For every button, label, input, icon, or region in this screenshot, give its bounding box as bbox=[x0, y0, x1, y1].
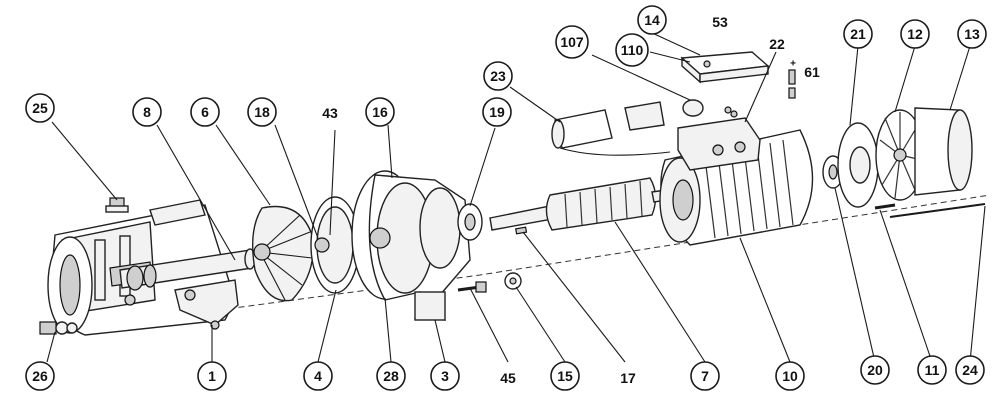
callout-24: 24 bbox=[955, 355, 985, 385]
diffuser-disk bbox=[310, 196, 360, 294]
callout-12: 12 bbox=[900, 19, 930, 49]
svg-text:12: 12 bbox=[907, 26, 923, 42]
svg-text:25: 25 bbox=[32, 100, 48, 116]
screw bbox=[457, 281, 487, 293]
label-22: 22 bbox=[769, 36, 785, 52]
leader-lines bbox=[46, 31, 986, 363]
callout-16: 16 bbox=[365, 97, 395, 127]
top-plug bbox=[105, 197, 129, 213]
callout-6: 6 bbox=[190, 97, 220, 127]
svg-text:3: 3 bbox=[441, 368, 449, 384]
motor-housing bbox=[659, 117, 814, 246]
callout-14: 14 bbox=[637, 5, 667, 35]
motor-bracket bbox=[368, 174, 471, 321]
svg-text:6: 6 bbox=[201, 104, 209, 120]
callout-23: 23 bbox=[483, 61, 513, 91]
label-43: 43 bbox=[322, 105, 338, 121]
svg-text:10: 10 bbox=[782, 368, 798, 384]
svg-text:107: 107 bbox=[560, 34, 584, 50]
svg-text:7: 7 bbox=[701, 368, 709, 384]
callout-20: 20 bbox=[860, 355, 890, 385]
label-61: 61 bbox=[804, 64, 820, 80]
fan-cover bbox=[914, 107, 973, 196]
callout-10: 10 bbox=[775, 361, 805, 391]
svg-text:19: 19 bbox=[489, 104, 505, 120]
svg-text:28: 28 bbox=[383, 368, 399, 384]
assembly-axis bbox=[69, 194, 991, 331]
svg-text:26: 26 bbox=[32, 368, 48, 384]
callout-25: 25 bbox=[25, 93, 55, 123]
callout-8: 8 bbox=[132, 97, 162, 127]
terminal-screws: + bbox=[788, 59, 796, 99]
svg-text:24: 24 bbox=[962, 362, 978, 378]
callout-1: 1 bbox=[197, 361, 227, 391]
svg-text:14: 14 bbox=[644, 12, 660, 28]
svg-text:1: 1 bbox=[208, 368, 216, 384]
impeller bbox=[251, 205, 314, 302]
callout-110: 110 bbox=[615, 33, 649, 67]
svg-text:11: 11 bbox=[925, 362, 940, 378]
cover-screw bbox=[874, 203, 896, 210]
callout-4: 4 bbox=[303, 361, 333, 391]
svg-text:4: 4 bbox=[314, 368, 322, 384]
label-53: 53 bbox=[712, 14, 728, 30]
svg-text:18: 18 bbox=[254, 104, 270, 120]
callout-18: 18 bbox=[247, 97, 277, 127]
ejector-tube bbox=[119, 248, 256, 291]
callout-19: 19 bbox=[482, 97, 512, 127]
cable-gland bbox=[682, 99, 738, 118]
callout-13: 13 bbox=[957, 19, 987, 49]
callout-107: 107 bbox=[555, 25, 589, 59]
svg-text:+: + bbox=[790, 59, 796, 70]
svg-text:16: 16 bbox=[372, 104, 388, 120]
tie-rod bbox=[889, 203, 986, 218]
svg-text:13: 13 bbox=[964, 26, 980, 42]
mechanical-seal bbox=[457, 203, 483, 241]
terminal-box-cover bbox=[680, 51, 770, 84]
washer bbox=[504, 272, 522, 290]
shaft-key bbox=[515, 226, 528, 235]
label-45: 45 bbox=[500, 370, 516, 386]
svg-text:20: 20 bbox=[867, 362, 883, 378]
callout-21: 21 bbox=[843, 19, 873, 49]
svg-text:15: 15 bbox=[557, 368, 573, 384]
label-17: 17 bbox=[620, 370, 636, 386]
capacitor bbox=[551, 101, 671, 156]
rear-bracket bbox=[837, 122, 879, 208]
callout-26: 26 bbox=[25, 361, 55, 391]
svg-text:8: 8 bbox=[143, 104, 151, 120]
callout-11: 11 bbox=[917, 355, 947, 385]
drain-plug bbox=[39, 321, 78, 335]
callout-3: 3 bbox=[430, 361, 460, 391]
callout-15: 15 bbox=[550, 361, 580, 391]
callout-7: 7 bbox=[690, 361, 720, 391]
svg-text:23: 23 bbox=[490, 68, 506, 84]
callout-28: 28 bbox=[376, 361, 406, 391]
svg-text:21: 21 bbox=[850, 26, 866, 42]
svg-text:110: 110 bbox=[621, 42, 644, 58]
